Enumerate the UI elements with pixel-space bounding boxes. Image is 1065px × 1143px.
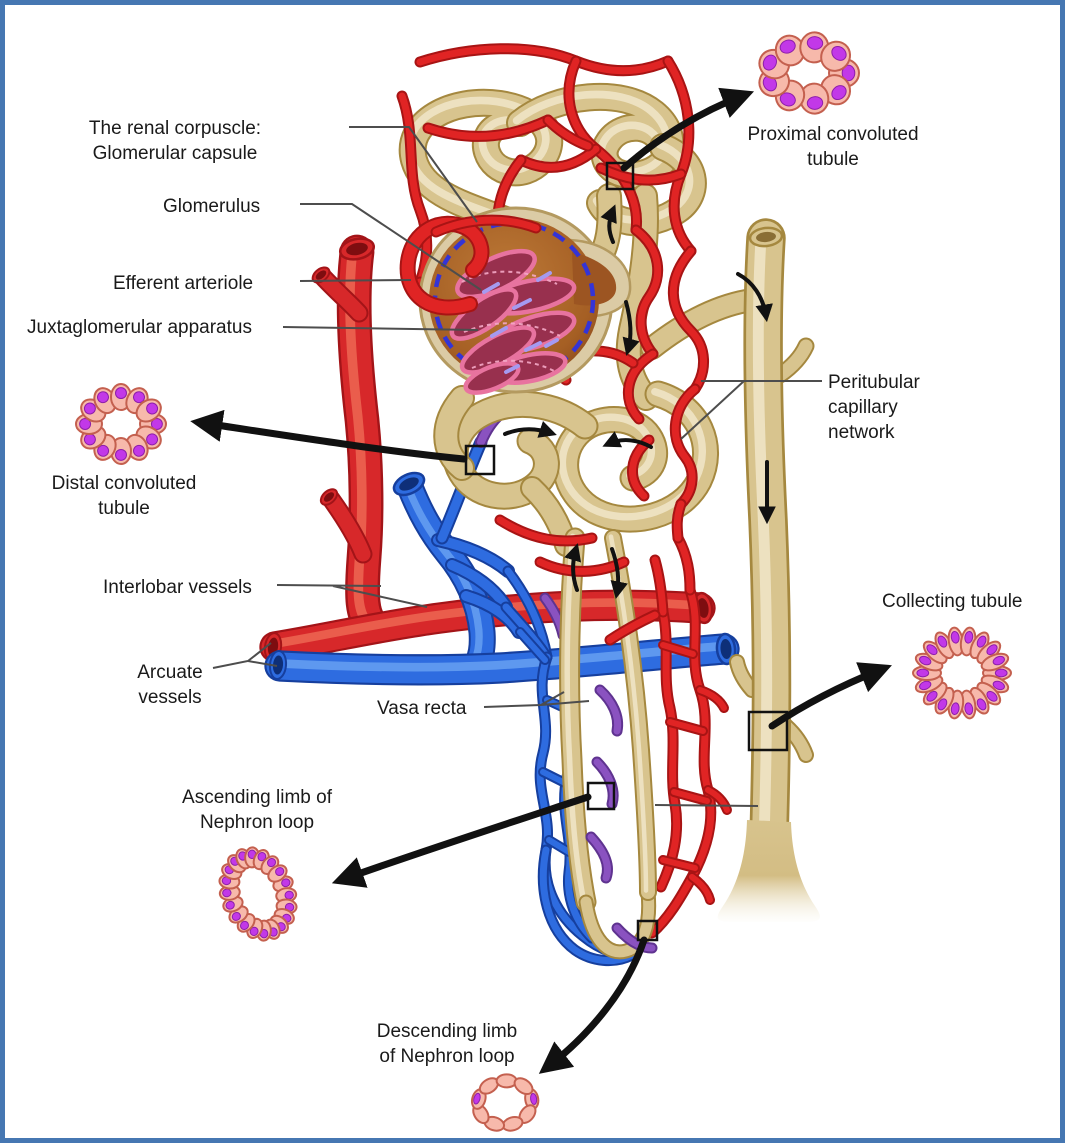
- flow-arrow-left-distal: [602, 431, 653, 449]
- arrow-to-distal-cross-section: [190, 409, 468, 463]
- label-line: Ascending limb of: [182, 787, 332, 808]
- arrow-to-collecting-cross-section: [768, 662, 892, 730]
- collecting-tubule-duct: [717, 218, 820, 922]
- label-line: Glomerular capsule: [92, 143, 258, 164]
- distal-tubule-cross-section: [75, 383, 167, 465]
- label-glomerulus: Glomerulus: [163, 196, 261, 217]
- artery-branch-cut-end: [319, 488, 339, 506]
- label-line: Arcuate: [137, 662, 203, 683]
- label-interlobar-vessels: Interlobar vessels: [103, 577, 252, 598]
- label-line: network: [828, 422, 895, 443]
- leader-interlobar: [276, 584, 428, 608]
- label-efferent-arteriole: Efferent arteriole: [113, 273, 254, 294]
- label-proximal-convoluted-tubule: Proximal convoluted tubule: [747, 122, 918, 172]
- arrow-to-ascending-cross-section: [331, 793, 592, 888]
- sample-square-proximal: [605, 161, 635, 191]
- collecting-tubule-cut-end: [748, 226, 784, 248]
- label-line: of Nephron loop: [379, 1046, 515, 1067]
- label-arcuate-vessels: Arcuate vessels: [137, 660, 202, 710]
- label-line: Peritubular: [828, 372, 920, 393]
- arcuate-vein: [264, 633, 740, 686]
- leader-juxtaglomerular: [282, 326, 479, 331]
- label-collecting-tubule: Collecting tubule: [882, 591, 1023, 612]
- glomerulus-graphic: [449, 248, 577, 395]
- proximal-tubule-cross-section: [758, 31, 860, 115]
- ascending-limb-cross-section: [218, 846, 298, 942]
- label-line: tubule: [98, 498, 150, 519]
- vasa-recta-vessels: [500, 532, 732, 967]
- label-line: Proximal convoluted: [747, 124, 919, 145]
- leader-descending-limb-tube: [654, 804, 759, 807]
- label-juxtaglomerular-apparatus: Juxtaglomerular apparatus: [27, 317, 252, 338]
- label-peritubular-capillary-network: Peritubular capillary network: [828, 370, 920, 445]
- label-line: vessels: [138, 687, 202, 708]
- arrow-to-proximal-cross-section: [620, 87, 755, 172]
- vein-cut-end-top: [392, 471, 426, 497]
- flow-arrow-right-distal: [503, 421, 557, 438]
- sample-square-collecting: [747, 710, 789, 752]
- label-renal-corpuscle: The renal corpuscle: Glomerular capsule: [89, 116, 261, 166]
- collecting-duct-base: [717, 820, 820, 922]
- label-distal-convoluted-tubule: Distal convoluted tubule: [52, 471, 197, 521]
- efferent-arteriole-vessel: [399, 214, 542, 316]
- flow-arrows: [503, 204, 776, 600]
- flow-arrow-up-proximal: [600, 204, 617, 244]
- leader-lines: [212, 126, 822, 807]
- leader-glomerulus: [300, 203, 482, 291]
- arcuate-vein-cut-end-right: [715, 632, 737, 666]
- flow-arrow-down-descending-limb: [610, 547, 628, 600]
- label-descending-limb: Descending limb of Nephron loop: [377, 1019, 517, 1069]
- leader-vasa-recta: [483, 691, 590, 708]
- flow-arrow-down-right-of-capsule: [622, 300, 640, 356]
- flow-arrow-into-collecting: [736, 272, 773, 323]
- leader-efferent-arteriole: [299, 279, 412, 282]
- label-ascending-limb: Ascending limb of Nephron loop: [182, 785, 332, 835]
- arrow-to-descending-cross-section: [538, 936, 648, 1074]
- label-line: The renal corpuscle:: [88, 118, 262, 139]
- collecting-tubule-cross-section: [912, 626, 1012, 720]
- arcuate-vein-cut-end-left: [268, 650, 288, 680]
- leader-renal-corpuscle: [349, 126, 478, 223]
- label-line: Nephron loop: [199, 812, 315, 833]
- annotation-arrows: [190, 87, 892, 1074]
- interlobar-vein: [396, 408, 526, 676]
- leader-peritubular: [680, 380, 822, 440]
- label-line: capillary: [828, 397, 898, 418]
- label-vasa-recta: Vasa recta: [377, 698, 467, 719]
- descending-limb-cross-section: [470, 1073, 540, 1132]
- renal-corpuscle-graphic: [418, 206, 632, 395]
- interlobar-artery: [313, 234, 390, 644]
- flow-arrow-up-ascending-limb: [564, 543, 582, 592]
- label-line: Descending limb: [376, 1021, 518, 1042]
- label-line: Distal convoluted: [51, 473, 197, 494]
- label-line: tubule: [807, 149, 859, 170]
- artery-cut-end-top: [338, 237, 376, 261]
- leader-arcuate: [212, 642, 278, 669]
